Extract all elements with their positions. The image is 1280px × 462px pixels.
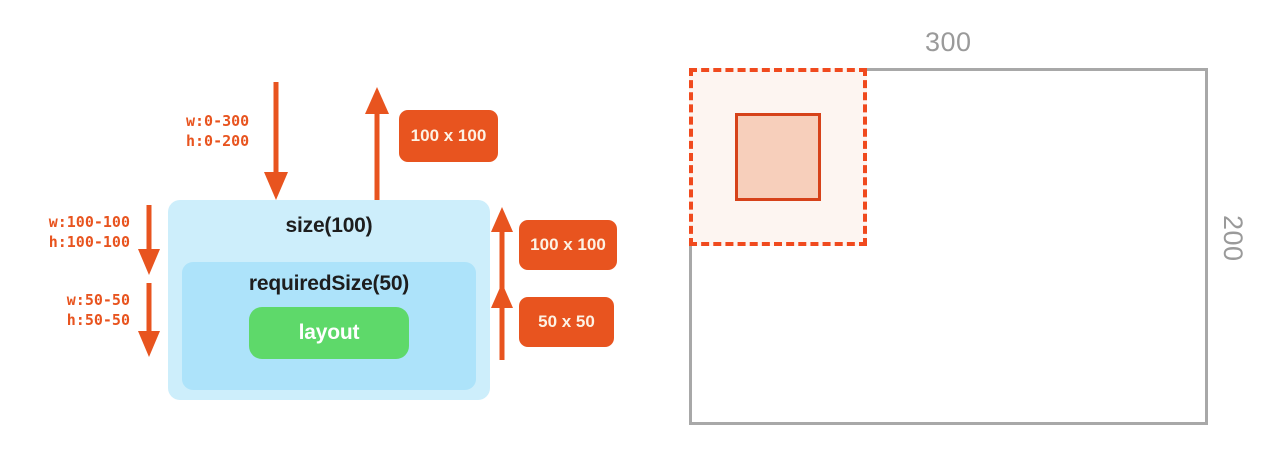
badge-inner-reported-size: 50 x 50 — [519, 297, 614, 347]
layout-node-box: layout — [249, 307, 409, 359]
badge-reported-size-top: 100 x 100 — [399, 110, 498, 162]
incoming-constraint-height: h:0-200 — [186, 132, 250, 151]
size-container-box: size(100) requiredSize(50) layout — [168, 200, 490, 400]
inner-constraint-note: w:50-50 h:50-50 — [20, 290, 130, 331]
inner-constraint-width: w:50-50 — [66, 291, 130, 309]
badge-reported-size-top-label: 100 x 100 — [410, 126, 487, 145]
outer-constraint-arrow-down — [138, 205, 160, 275]
laid-out-child-rect — [735, 113, 821, 201]
outer-constraint-note: w:100-100 h:100-100 — [20, 212, 130, 253]
badge-outer-reported-size-label: 100 x 100 — [530, 235, 606, 254]
frame-width-label: 300 — [925, 27, 972, 57]
badge-outer-reported-size: 100 x 100 — [519, 220, 617, 270]
inner-reported-size-arrow-up — [491, 283, 513, 360]
required-size-container-label: requiredSize(50) — [248, 272, 410, 295]
badge-inner-reported-size-label: 50 x 50 — [538, 312, 595, 331]
layout-node-label: layout — [298, 321, 360, 344]
incoming-constraint-width: w:0-300 — [186, 112, 250, 130]
required-size-container-box: requiredSize(50) layout — [182, 262, 476, 390]
inner-constraint-arrow-down — [138, 283, 160, 357]
parent-frame-rect — [689, 68, 1208, 425]
frame-height-label: 200 — [1218, 215, 1248, 262]
inner-constraint-height: h:50-50 — [66, 311, 130, 330]
reported-size-arrow-up — [365, 87, 389, 200]
incoming-constraint-arrow-down — [264, 82, 288, 200]
outer-constraint-height: h:100-100 — [48, 233, 130, 252]
outer-constraint-width: w:100-100 — [48, 213, 130, 231]
size-container-label: size(100) — [285, 214, 373, 237]
incoming-constraint-note: w:0-300 h:0-200 — [186, 111, 249, 152]
